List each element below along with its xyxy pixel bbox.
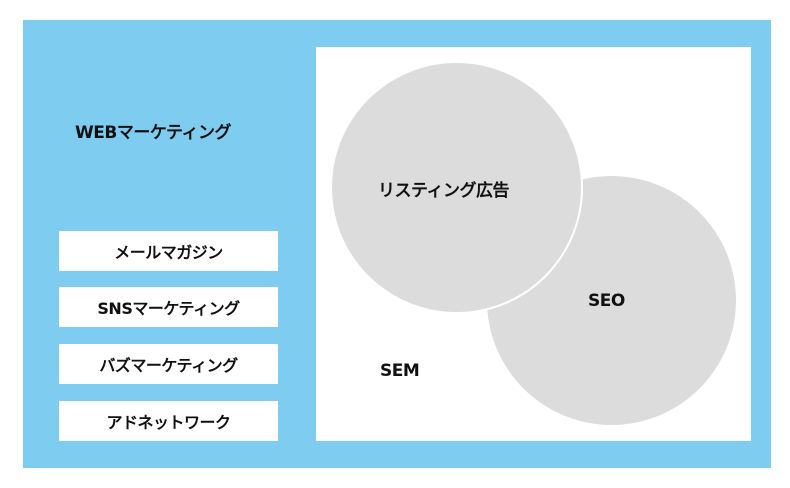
sem-label: SEM bbox=[380, 361, 420, 381]
listing-ad-circle bbox=[330, 61, 583, 314]
item-buzz-marketing: バズマーケティング bbox=[59, 344, 278, 384]
item-mail-magazine: メールマガジン bbox=[59, 231, 278, 271]
web-marketing-title: WEBマーケティング bbox=[75, 123, 231, 143]
item-sns-marketing: SNSマーケティング bbox=[59, 287, 278, 327]
listing-ad-label: リスティング広告 bbox=[378, 181, 509, 201]
item-ad-network: アドネットワーク bbox=[59, 401, 278, 441]
seo-label: SEO bbox=[588, 291, 625, 311]
